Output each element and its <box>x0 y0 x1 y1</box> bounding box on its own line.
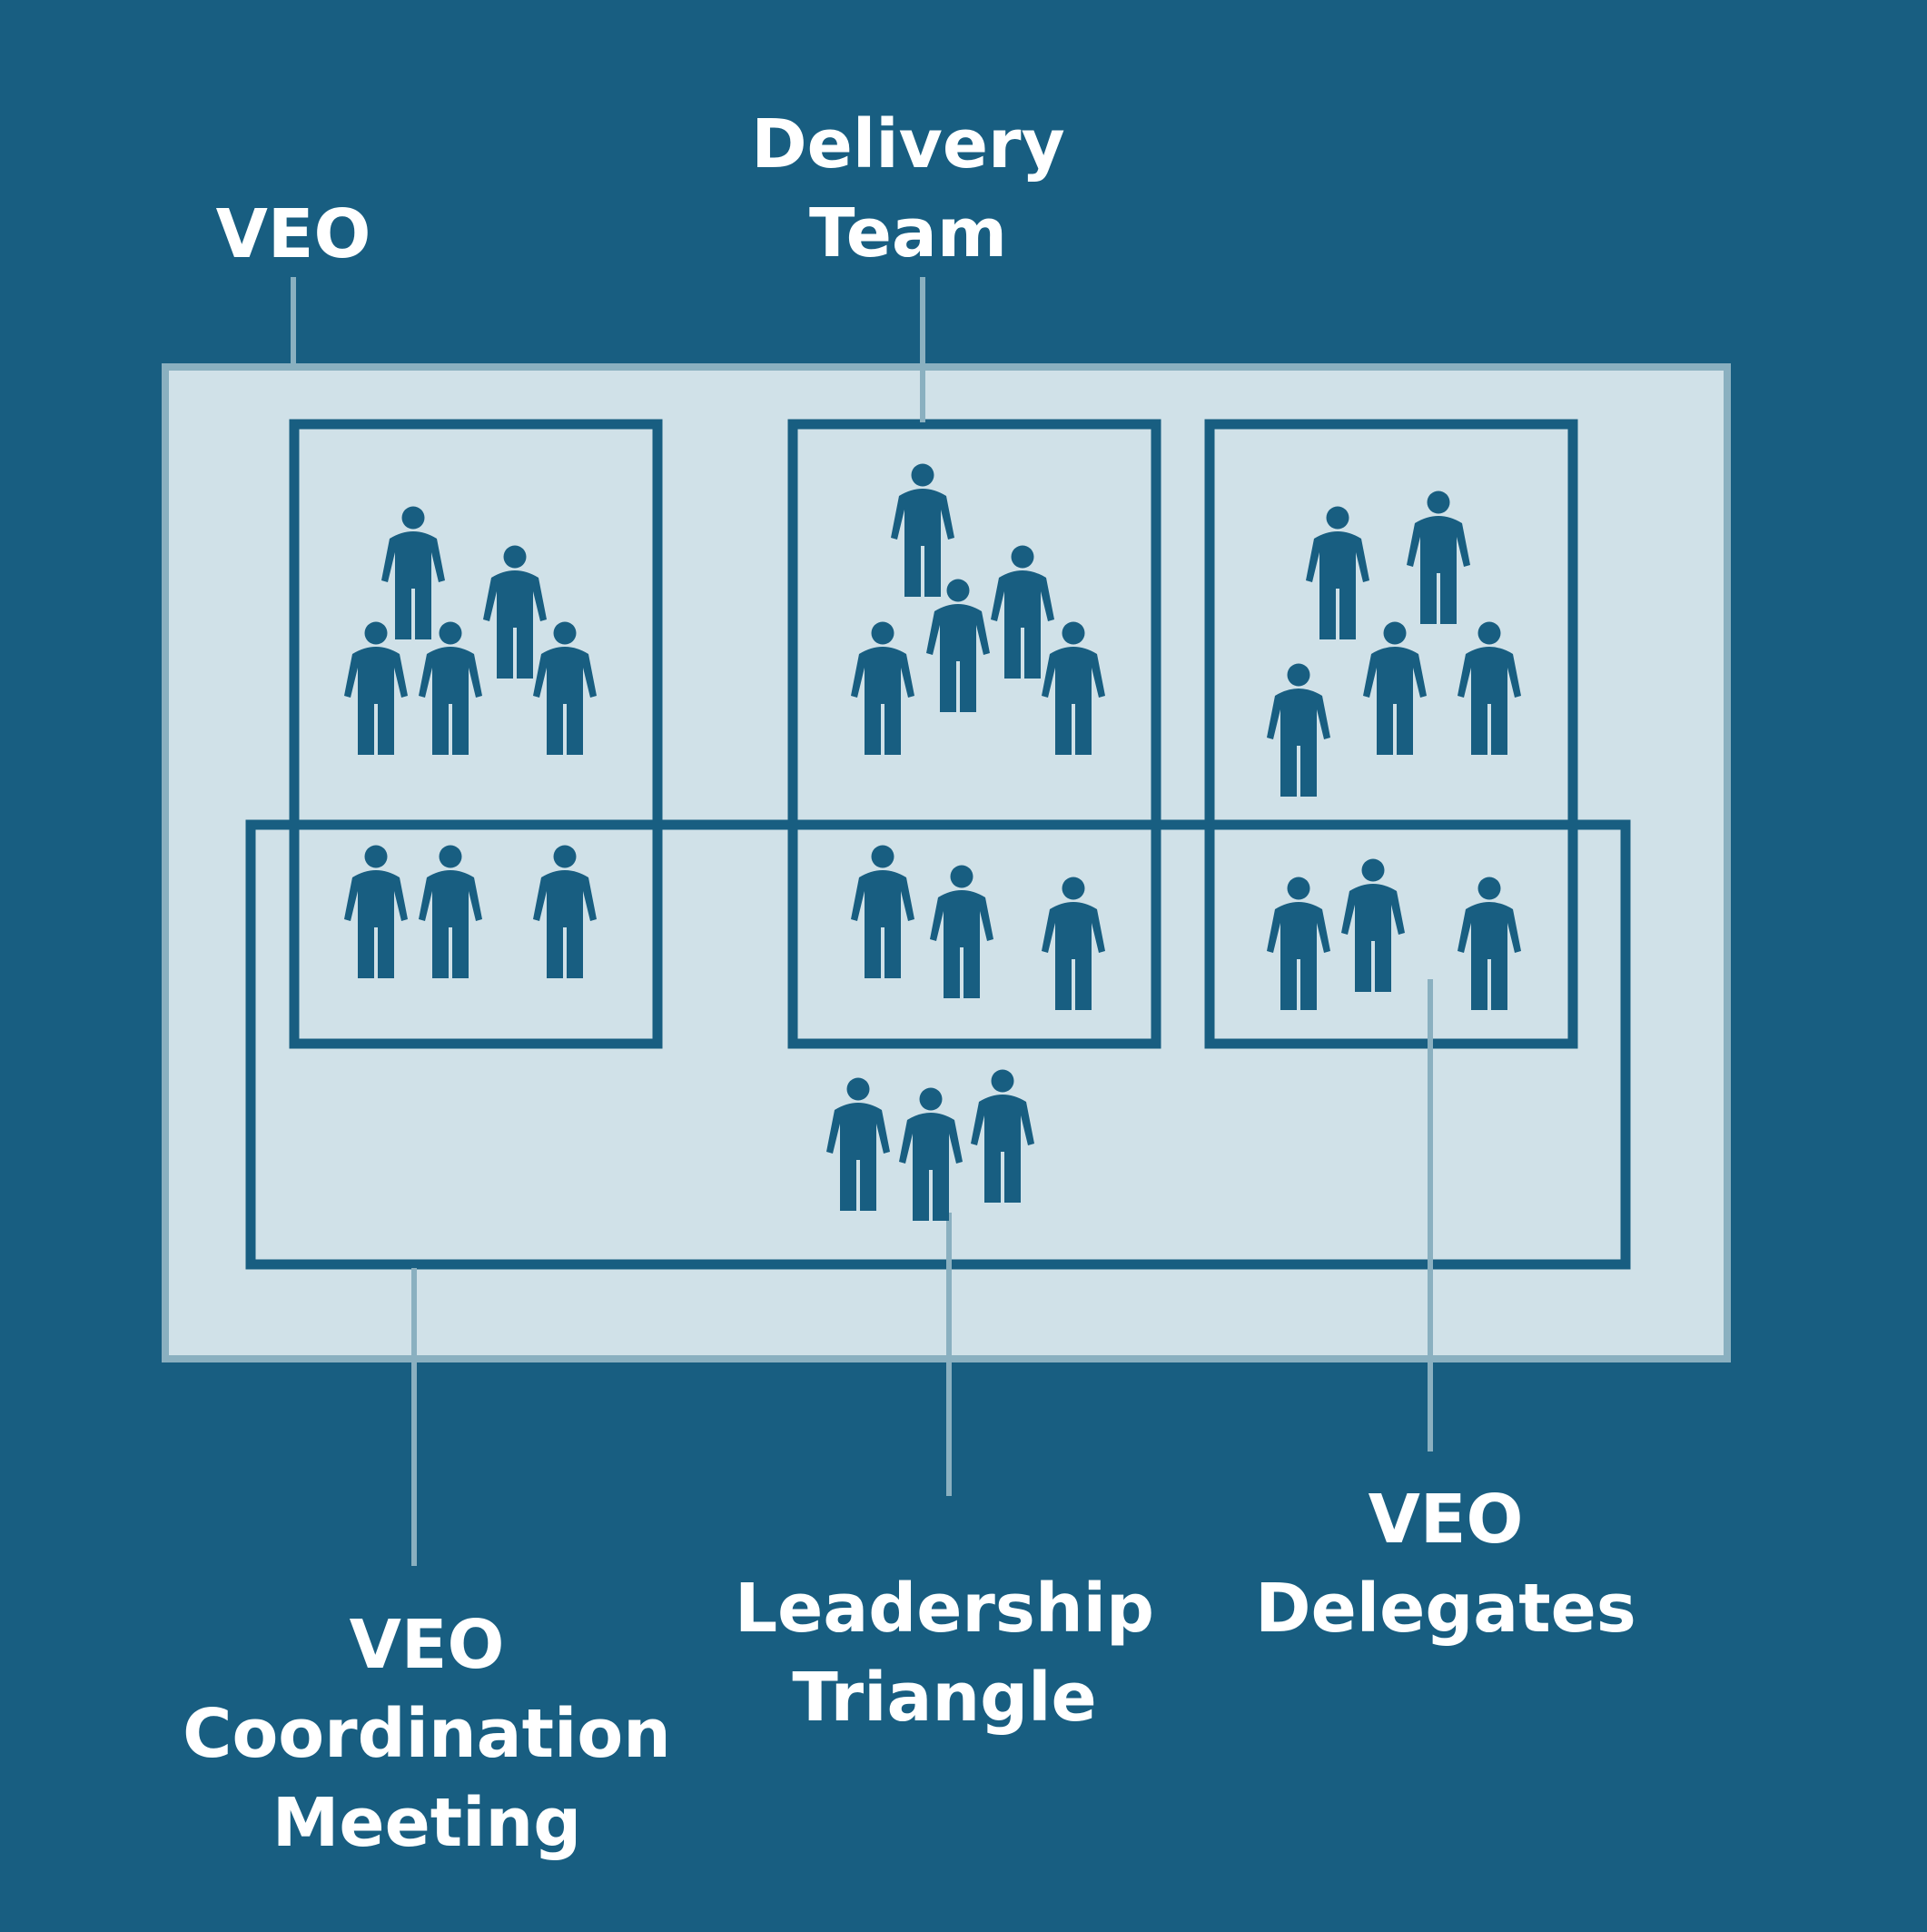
coordination-meeting-box <box>245 819 1631 1270</box>
coordination-meeting-label-line-2: Coordination <box>183 1695 671 1773</box>
delivery-team-label-line-1: Delivery <box>751 105 1065 183</box>
delivery-team-box-3 <box>1204 419 1578 1049</box>
delivery-team-box-1 <box>289 419 663 1049</box>
delivery-team-box-2 <box>787 419 1161 1049</box>
leadership-triangle-label: Leadership Triangle <box>717 1564 1171 1742</box>
leadership-triangle-label-line-1: Leadership <box>735 1570 1154 1648</box>
veo-label-line-1: VEO <box>215 195 371 273</box>
veo-delegates-label-line-1: VEO <box>1368 1481 1524 1559</box>
veo-label: VEO <box>198 190 389 279</box>
coordination-meeting-label-line-1: VEO <box>349 1606 505 1684</box>
delivery-team-label: Delivery Team <box>726 100 1090 278</box>
coordination-meeting-label-line-3: Meeting <box>272 1784 582 1862</box>
leadership-triangle-label-line-2: Triangle <box>792 1659 1097 1737</box>
veo-delegates-label: VEO Delegates <box>1246 1475 1645 1653</box>
veo-delegates-label-line-2: Delegates <box>1255 1570 1636 1648</box>
coordination-meeting-label: VEO Coordination Meeting <box>154 1600 699 1868</box>
delivery-team-label-line-2: Team <box>809 194 1007 272</box>
